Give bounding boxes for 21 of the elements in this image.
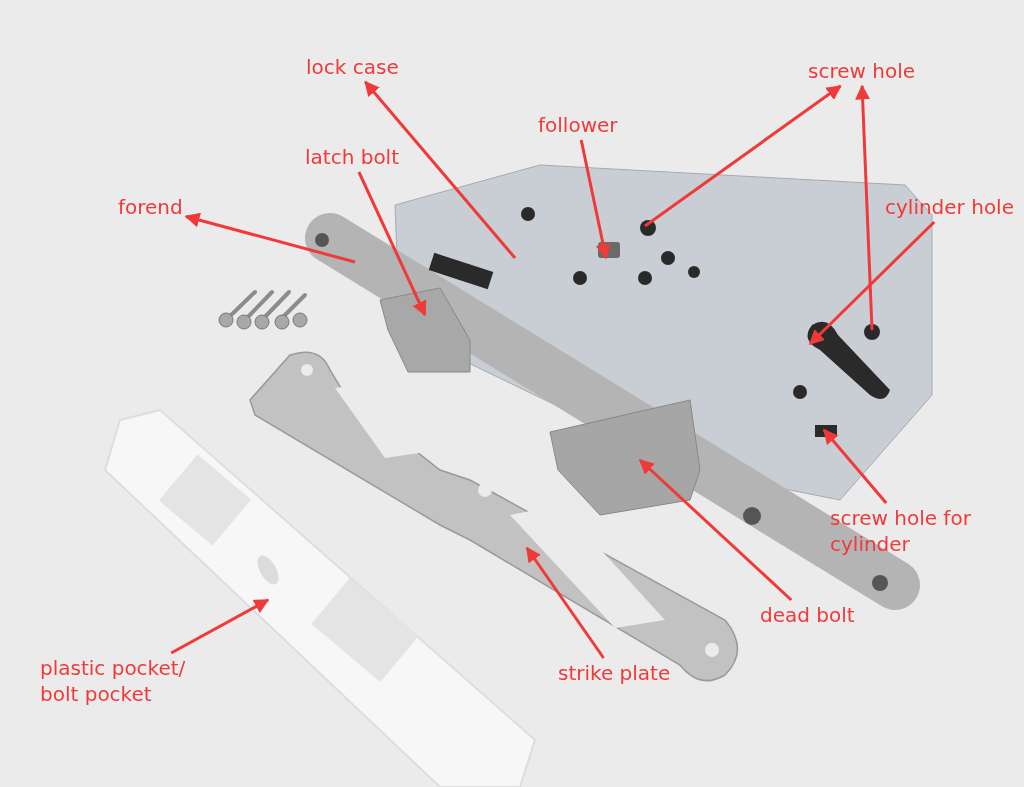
leader-arrow [170,598,270,655]
part-label: latch bolt [305,144,399,170]
part-label: lock case [306,54,399,80]
leader-arrow [638,458,793,602]
leader-arrow [357,171,427,317]
leader-arrow [184,212,356,264]
part-label: screw hole [808,58,915,84]
leader-arrow [822,428,888,504]
part-label: plastic pocket/ bolt pocket [40,655,200,707]
part-label: cylinder hole [885,194,1014,220]
part-label: forend [118,194,183,220]
leader-arrow [579,139,611,260]
leader-arrow [364,80,517,259]
leader-arrow [855,84,874,331]
leader-arrow [644,84,842,228]
leader-arrow [808,220,936,346]
part-label: follower [538,112,618,138]
part-label: dead bolt [760,602,855,628]
leader-arrow [525,546,605,659]
part-label: screw hole for cylinder [830,505,990,557]
part-label: strike plate [558,660,671,686]
